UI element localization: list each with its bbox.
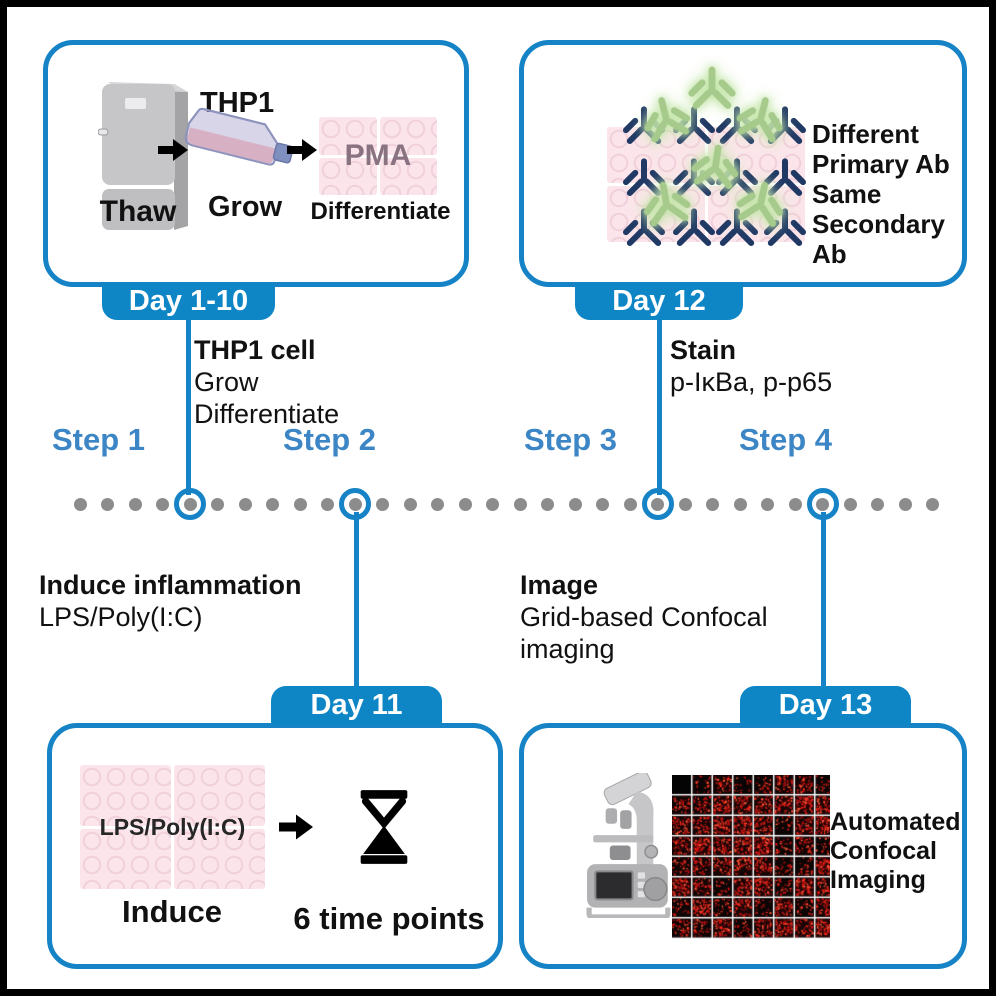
imaging-note: Automated Confocal Imaging bbox=[830, 808, 961, 894]
arrow-right-icon bbox=[158, 138, 188, 167]
panel-stain: Different Primary Ab Same Secondary Ab bbox=[519, 40, 967, 287]
annotation-culture: THP1 cell Grow Differentiate bbox=[194, 335, 340, 429]
timepoints-label: 6 time points bbox=[293, 901, 485, 936]
primary-antibody-icon bbox=[715, 207, 759, 255]
secondary-antibody-icon bbox=[638, 176, 697, 238]
microscope-icon bbox=[582, 756, 677, 923]
connector-line-day12 bbox=[657, 317, 662, 495]
timeline-dot bbox=[293, 498, 307, 511]
timeline-dot bbox=[788, 498, 802, 511]
secondary-antibody-icon bbox=[730, 175, 790, 238]
day-tab-12: Day 12 bbox=[575, 283, 743, 320]
timeline-dot bbox=[486, 498, 499, 511]
connector-line-day11 bbox=[354, 512, 359, 688]
connector-line-day1 bbox=[186, 317, 191, 495]
day-tab-13: Day 13 bbox=[740, 686, 911, 725]
confocal-image-grid bbox=[672, 775, 830, 939]
timeline-marker bbox=[339, 488, 371, 520]
timeline-dot bbox=[101, 498, 114, 511]
timeline-dot bbox=[871, 498, 884, 511]
timeline-marker bbox=[174, 488, 206, 520]
day-tab-11: Day 11 bbox=[271, 686, 442, 725]
step-2-label: Step 2 bbox=[283, 422, 377, 457]
timeline-dot bbox=[761, 498, 774, 511]
secondary-antibody-icon bbox=[686, 140, 743, 200]
lps-well-plate: LPS/Poly(I:C) bbox=[80, 765, 265, 889]
timeline-dot bbox=[403, 498, 417, 511]
annotation-induce: Induce inflammation LPS/Poly(I:C) bbox=[39, 570, 302, 632]
timeline-dot bbox=[376, 498, 389, 511]
panel-culture: Thaw THP1 Grow PMA Differentiate bbox=[43, 40, 469, 287]
secondary-antibody-icon bbox=[729, 90, 791, 154]
primary-antibody-icon bbox=[672, 207, 716, 255]
flask-action-label: Grow bbox=[208, 191, 283, 223]
secondary-antibody-icon bbox=[636, 90, 698, 154]
differentiate-label: Differentiate bbox=[310, 198, 451, 225]
timeline-dot bbox=[898, 498, 912, 511]
timeline-dot bbox=[843, 498, 857, 511]
annotation-imaging: Image Grid-based Confocal imaging bbox=[520, 570, 768, 664]
connector-line-day13 bbox=[821, 512, 826, 688]
timeline-dot bbox=[266, 498, 279, 511]
timeline-dot bbox=[706, 498, 719, 511]
timeline-marker bbox=[806, 488, 839, 520]
culture-flask-icon bbox=[170, 98, 300, 202]
timeline-dot bbox=[733, 498, 747, 511]
timeline-dot bbox=[73, 498, 87, 511]
pma-well-plate: PMA bbox=[319, 117, 437, 195]
timeline-marker bbox=[641, 488, 674, 520]
timeline-dot bbox=[211, 498, 224, 511]
step-1-label: Step 1 bbox=[52, 422, 146, 457]
timeline-dot bbox=[238, 498, 252, 511]
timeline-dot bbox=[128, 498, 142, 511]
timeline-dot bbox=[431, 498, 444, 511]
antibody-note: Different Primary Ab Same Secondary Ab bbox=[812, 119, 950, 269]
day-tab-1-10: Day 1-10 bbox=[102, 283, 275, 320]
timeline-dot bbox=[596, 498, 609, 511]
arrow-right-icon bbox=[287, 138, 317, 167]
timeline-dot bbox=[458, 498, 472, 511]
refrigerator-icon bbox=[97, 78, 193, 233]
primary-antibody-icon bbox=[763, 207, 807, 255]
annotation-stain: Stain p-IκBa, p-p65 bbox=[670, 335, 833, 397]
timeline-dot bbox=[156, 498, 169, 511]
lps-label: LPS/Poly(I:C) bbox=[99, 813, 246, 840]
timeline-dot bbox=[568, 498, 582, 511]
panel-imaging: Automated Confocal Imaging bbox=[519, 723, 967, 969]
arrow-right-icon bbox=[279, 813, 313, 846]
step-3-label: Step 3 bbox=[524, 422, 618, 457]
induce-label: Induce bbox=[122, 894, 222, 929]
pma-label: PMA bbox=[344, 139, 412, 172]
secondary-antibody-icon bbox=[687, 65, 737, 119]
panel-induce: LPS/Poly(I:C) Induce 6 time points bbox=[47, 723, 503, 969]
timeline-dot bbox=[678, 498, 692, 511]
thaw-label: Thaw bbox=[99, 195, 177, 228]
timeline-dot bbox=[321, 498, 334, 511]
timeline-dot bbox=[513, 498, 527, 511]
hourglass-icon bbox=[357, 790, 411, 869]
primary-antibody-icon bbox=[763, 157, 807, 205]
timeline-dot bbox=[541, 498, 554, 511]
primary-antibody-icon bbox=[622, 157, 666, 205]
timeline-dot bbox=[926, 498, 939, 511]
timeline-dot bbox=[623, 498, 637, 511]
step-4-label: Step 4 bbox=[739, 422, 833, 457]
